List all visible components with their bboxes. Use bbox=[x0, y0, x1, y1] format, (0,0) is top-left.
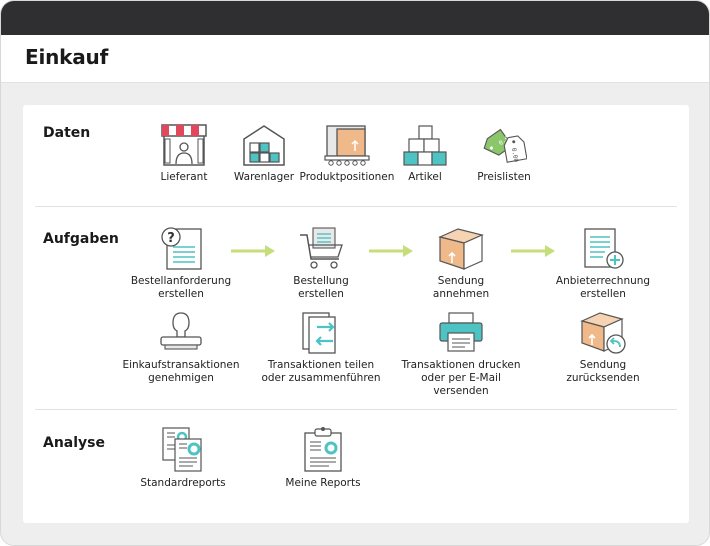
price-tags-icon: 0.00 0.00 bbox=[483, 128, 527, 163]
tile-bestellung[interactable]: Bestellung erstellen bbox=[273, 225, 369, 301]
split-merge-icon bbox=[302, 312, 336, 354]
arrow-right-icon bbox=[369, 245, 413, 257]
boxes-icon bbox=[403, 125, 447, 166]
content-card: Daten Lieferant bbox=[23, 105, 689, 523]
tile-label: Preislisten bbox=[477, 171, 531, 183]
warehouse-icon bbox=[243, 125, 285, 166]
tile-meine-reports[interactable]: Meine Reports bbox=[275, 425, 371, 490]
tile-lieferant[interactable]: Lieferant bbox=[153, 123, 215, 184]
tile-artikel[interactable]: Artikel bbox=[397, 123, 453, 184]
clipboard-report-icon bbox=[304, 427, 342, 472]
shopping-cart-icon bbox=[300, 227, 343, 269]
product-crate-icon bbox=[324, 125, 370, 166]
section-title-daten: Daten bbox=[43, 125, 91, 141]
stamp-icon bbox=[160, 312, 202, 350]
section-title-aufgaben: Aufgaben bbox=[43, 231, 119, 247]
tile-label: Meine Reports bbox=[285, 477, 361, 489]
tile-einkaufstransaktionen-genehmigen[interactable]: Einkaufstransaktionen genehmigen bbox=[119, 309, 243, 385]
tile-anbieterrechnung[interactable]: Anbieterrechnung erstellen bbox=[549, 225, 657, 301]
tile-label: Bestellanforderung erstellen bbox=[130, 275, 232, 300]
tile-standardreports[interactable]: Standardreports bbox=[135, 425, 231, 490]
tile-sendung-zuruecksenden[interactable]: Sendung zurücksenden bbox=[561, 309, 645, 385]
storefront-icon bbox=[161, 124, 207, 166]
section-title-analyse: Analyse bbox=[43, 435, 106, 451]
tile-transaktionen-teilen[interactable]: Transaktionen teilen oder zusammenführen bbox=[261, 309, 381, 385]
tile-warenlager[interactable]: Warenlager bbox=[229, 123, 299, 184]
tile-produktpositionen[interactable]: Produktpositionen bbox=[299, 123, 395, 184]
question-glyph: ? bbox=[167, 231, 175, 246]
tile-label: Anbieterrechnung erstellen bbox=[555, 275, 651, 300]
arrow-right-icon bbox=[511, 245, 555, 257]
requisition-icon: ? bbox=[161, 227, 202, 270]
tile-transaktionen-drucken[interactable]: Transaktionen drucken oder per E-Mail ve… bbox=[395, 309, 527, 398]
tile-sendung-annehmen[interactable]: Sendung annehmen bbox=[413, 225, 509, 301]
tile-label: Warenlager bbox=[233, 171, 295, 183]
page-header: Einkauf bbox=[1, 35, 709, 83]
invoice-icon bbox=[584, 228, 624, 269]
tile-label: Artikel bbox=[408, 171, 442, 183]
price-tag-text: 0.00 bbox=[510, 147, 519, 163]
tile-label: Sendung zurücksenden bbox=[566, 359, 640, 384]
tile-label: Transaktionen drucken oder per E-Mail ve… bbox=[401, 359, 521, 397]
window-top-bar bbox=[1, 1, 709, 35]
section-divider bbox=[35, 206, 677, 207]
page-title: Einkauf bbox=[25, 45, 109, 69]
tile-label: Produktpositionen bbox=[299, 171, 395, 183]
tile-bestellanforderung[interactable]: ? Bestellanforderung erstellen bbox=[123, 225, 239, 301]
tile-label: Einkaufstransaktionen genehmigen bbox=[122, 359, 240, 384]
reports-icon bbox=[162, 427, 202, 472]
printer-icon bbox=[439, 312, 483, 352]
tile-label: Standardreports bbox=[140, 477, 226, 489]
package-icon bbox=[438, 228, 484, 270]
tile-label: Transaktionen teilen oder zusammenführen bbox=[261, 359, 381, 384]
tile-label: Bestellung erstellen bbox=[293, 275, 349, 300]
arrow-right-icon bbox=[231, 245, 275, 257]
tile-label: Lieferant bbox=[160, 171, 208, 183]
tile-preislisten[interactable]: 0.00 0.00 Preislisten bbox=[473, 127, 535, 184]
tile-label: Sendung annehmen bbox=[432, 275, 490, 300]
return-package-icon bbox=[580, 312, 626, 354]
section-divider bbox=[35, 409, 677, 410]
